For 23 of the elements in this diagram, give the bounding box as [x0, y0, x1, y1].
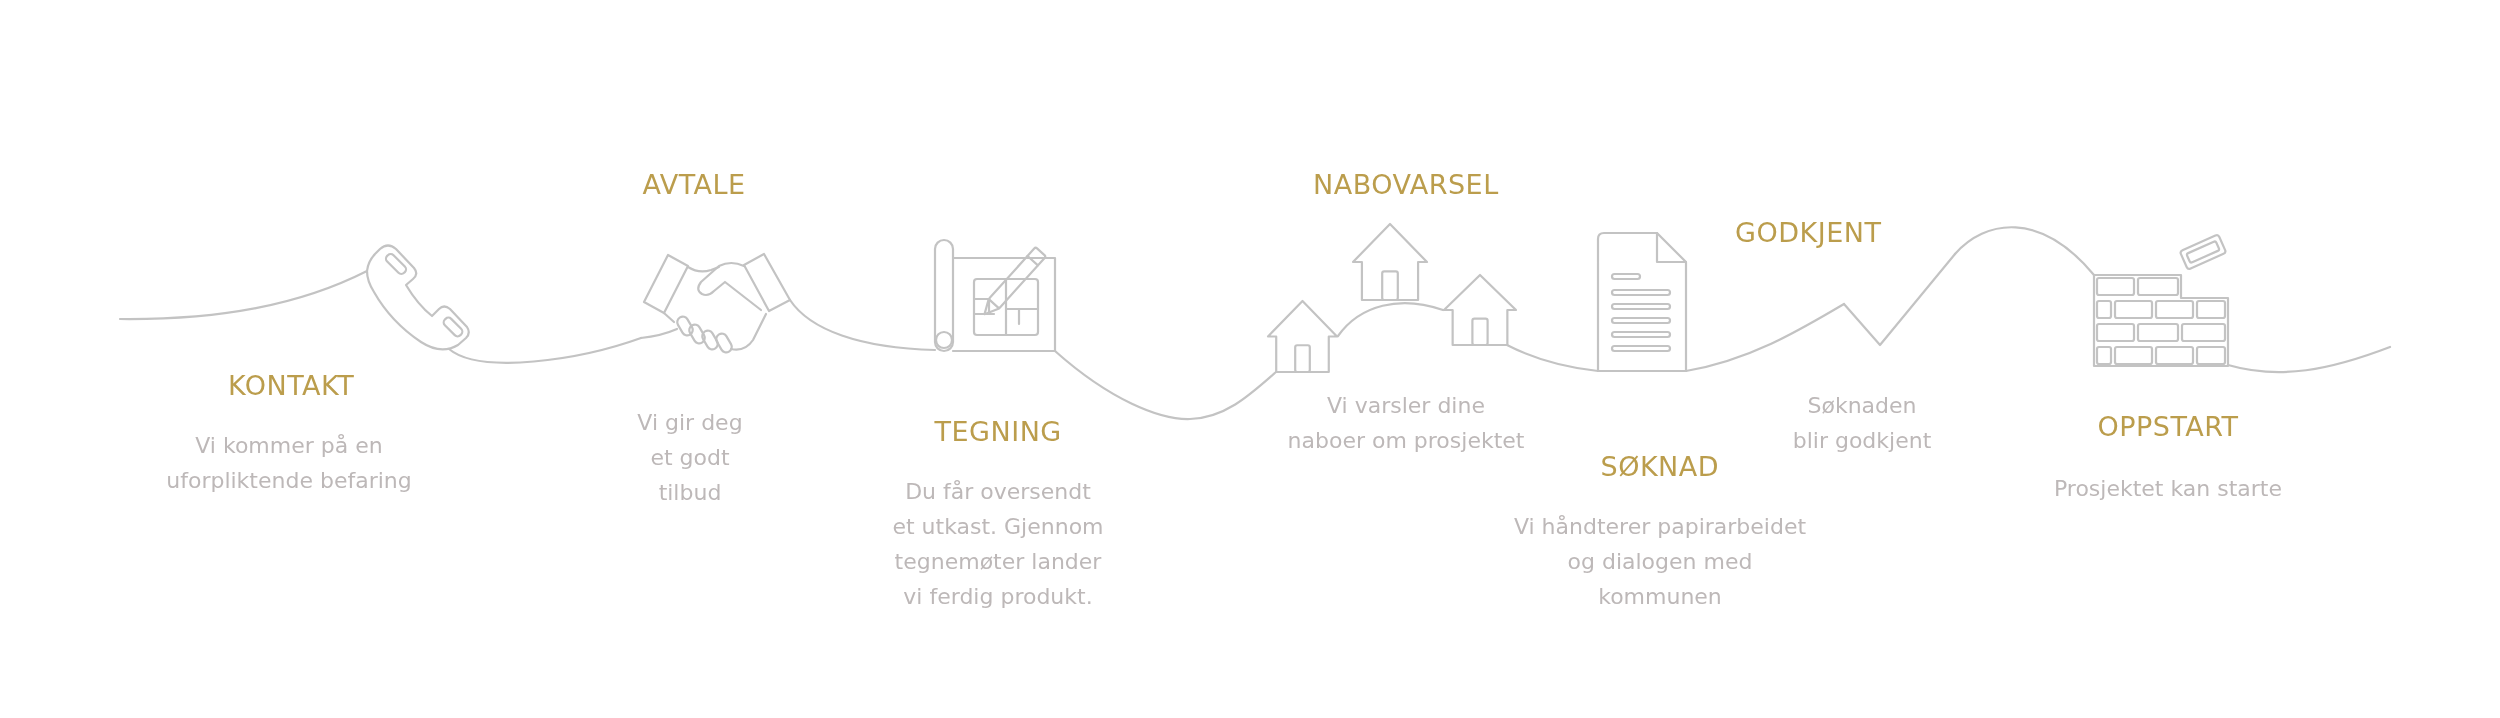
connector-line	[1684, 302, 1846, 373]
connector-line	[2226, 345, 2392, 374]
step-title: GODKJENT	[1735, 216, 1882, 250]
step-description: Søknaden blir godkjent	[1791, 392, 1933, 455]
step-description: Vi gir deg et godt tilbud	[636, 409, 744, 507]
step-title: AVTALE	[642, 168, 746, 202]
connector-line	[447, 336, 643, 364]
step-description: Vi varsler dine naboer om prosjektet	[1286, 392, 1526, 455]
step-title: TEGNING	[934, 415, 1062, 449]
connector-line	[1953, 226, 2096, 277]
step-description: Vi kommer på en uforpliktende befaring	[165, 432, 413, 495]
step-title: OPPSTART	[2097, 410, 2239, 444]
connector-line	[1053, 349, 1278, 421]
step-title: NABOVARSEL	[1313, 168, 1499, 202]
step-title: KONTAKT	[228, 369, 355, 403]
step-description: Du får oversendt et utkast. Gjennom tegnemøter lander vi ferdig produkt.	[891, 478, 1105, 611]
step-title: SØKNAD	[1600, 450, 1720, 484]
connector-line	[1336, 302, 1445, 338]
step-description: Prosjektet kan starte	[2052, 475, 2284, 503]
step-description: Vi håndterer papirarbeidet og dialogen med kommunen	[1512, 513, 1808, 611]
connector-line	[1505, 343, 1600, 373]
connector-line	[118, 269, 369, 321]
connector-line	[788, 298, 937, 352]
